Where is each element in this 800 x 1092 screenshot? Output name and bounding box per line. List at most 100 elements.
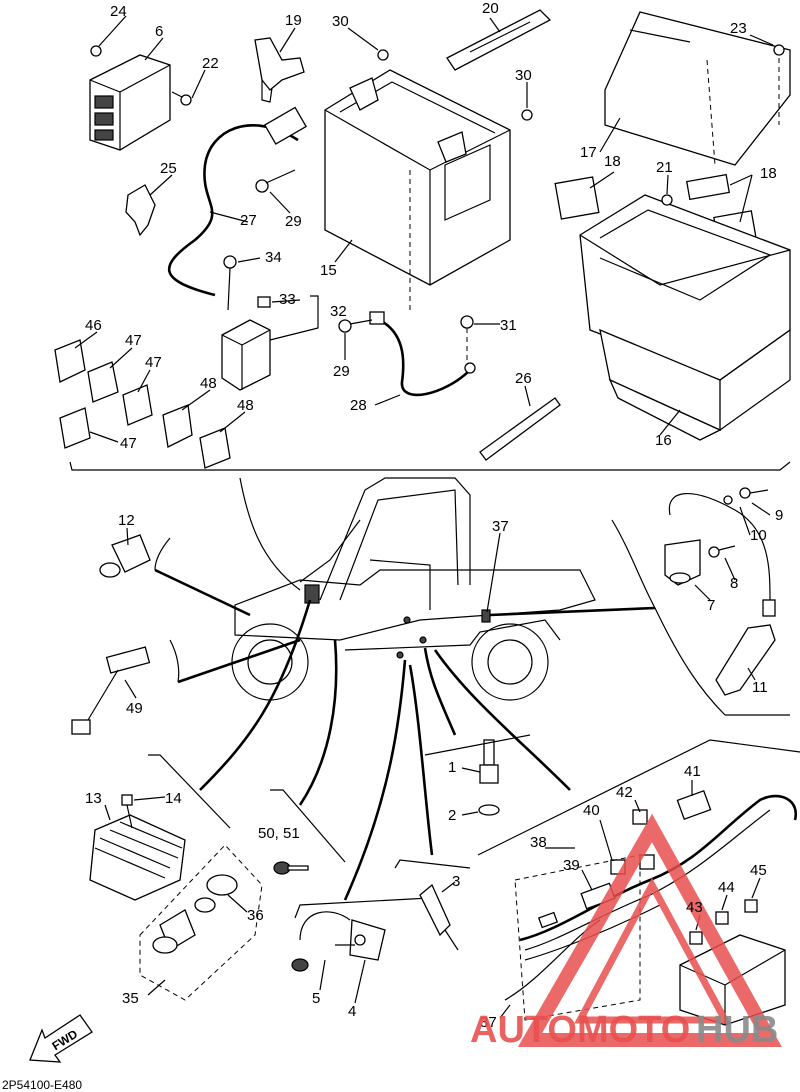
- callout-47a: 47: [125, 332, 142, 349]
- callout-25: 25: [160, 160, 177, 177]
- callout-4: 4: [348, 1003, 356, 1020]
- watermark-text-hub: HUB: [696, 1009, 778, 1051]
- wire-harness: [477, 739, 800, 1026]
- plug-cap: [611, 519, 790, 716]
- callout-22: 22: [202, 55, 219, 72]
- pad: [685, 173, 731, 201]
- callout-47c: 47: [120, 435, 137, 452]
- terminal-cover: [263, 106, 307, 145]
- callout-38: 38: [530, 834, 547, 851]
- callout-2: 2: [448, 807, 456, 824]
- bolt: [223, 255, 237, 311]
- callout-7: 7: [707, 597, 715, 614]
- callout-46: 46: [85, 317, 102, 334]
- callout-17: 17: [580, 144, 597, 161]
- callout-20: 20: [482, 0, 499, 17]
- callout-49: 49: [126, 700, 143, 717]
- callout-21: 21: [656, 159, 673, 176]
- key: [273, 861, 309, 875]
- callout-13: 13: [85, 790, 102, 807]
- callout-6: 6: [155, 23, 163, 40]
- clip: [125, 184, 156, 237]
- battery: [324, 49, 533, 286]
- callout-48a: 48: [200, 375, 217, 392]
- switch-sensor: [99, 534, 151, 578]
- callout-34: 34: [265, 249, 282, 266]
- level-sender: [71, 646, 151, 735]
- callout-40: 40: [583, 802, 600, 819]
- leader-lines-bottom: [104, 780, 761, 1019]
- callout-10: 10: [750, 527, 767, 544]
- battery-box: [579, 194, 791, 441]
- starter-relay: [221, 296, 271, 391]
- watermark-text: AUTOMOTO HUB: [470, 1009, 778, 1051]
- pickup-sensor: [291, 911, 386, 972]
- section-bracket: [69, 461, 791, 471]
- coupler-set: [54, 339, 231, 469]
- callout-35: 35: [122, 990, 139, 1007]
- callout-31: 31: [500, 317, 517, 334]
- callout-30a: 30: [332, 13, 349, 30]
- wire-clamp: [254, 37, 305, 103]
- callout-8: 8: [730, 575, 738, 592]
- callout-labels: 24 6 22 19 30 20 23 30 17 18 21 18 25 27…: [2, 0, 783, 1092]
- callout-43: 43: [686, 899, 703, 916]
- callout-32: 32: [330, 303, 347, 320]
- callout-42: 42: [616, 784, 633, 801]
- callout-24: 24: [110, 3, 127, 20]
- ignition-coil: [664, 487, 771, 601]
- callout-5: 5: [312, 990, 320, 1007]
- fwd-arrow: [29, 1014, 93, 1063]
- callout-48b: 48: [237, 397, 254, 414]
- top-section: [54, 9, 791, 471]
- callout-3: 3: [452, 873, 460, 890]
- callout-47b: 47: [145, 354, 162, 371]
- callout-45: 45: [750, 862, 767, 879]
- bolt: [255, 169, 296, 193]
- callout-29a: 29: [285, 213, 302, 230]
- bolt: [338, 319, 373, 333]
- callout-37b: 37: [480, 1014, 497, 1031]
- callout-27: 27: [240, 212, 257, 229]
- switch-assembly: [139, 844, 263, 1001]
- callout-33: 33: [279, 291, 296, 308]
- callout-1: 1: [448, 759, 456, 776]
- callout-50-51: 50, 51: [258, 825, 300, 842]
- callout-19: 19: [285, 12, 302, 29]
- sensor-plug: [461, 739, 500, 816]
- callout-18a: 18: [604, 153, 621, 170]
- battery-lead: [167, 124, 299, 297]
- callout-41: 41: [684, 763, 701, 780]
- callout-15: 15: [320, 262, 337, 279]
- callout-11: 11: [752, 679, 768, 696]
- battery-box-cover: [604, 11, 791, 166]
- watermark-logo: [517, 813, 782, 1047]
- callout-39: 39: [563, 857, 580, 874]
- watermark-text-main: AUTOMOTO: [470, 1009, 690, 1051]
- negative-lead: [374, 316, 471, 397]
- callout-37a: 37: [492, 518, 509, 535]
- bolt: [460, 315, 474, 365]
- cable-tie: [479, 397, 561, 461]
- diagram-code: 2P54100-E480: [2, 1078, 82, 1092]
- callout-9: 9: [775, 507, 783, 524]
- rectifier-regulator: [89, 794, 186, 901]
- callout-44: 44: [718, 879, 735, 896]
- terminal: [369, 311, 385, 325]
- spark-plug: [419, 883, 459, 951]
- callout-14: 14: [165, 790, 182, 807]
- callout-36: 36: [247, 907, 264, 924]
- callout-26: 26: [515, 370, 532, 387]
- callout-18b: 18: [760, 165, 777, 182]
- pad: [554, 176, 600, 220]
- battery-band: [446, 9, 552, 71]
- ecu-unit: [89, 45, 192, 151]
- callout-30b: 30: [515, 67, 532, 84]
- leader-lines-top: [74, 15, 774, 443]
- callout-29b: 29: [333, 363, 350, 380]
- pointer-lines: [154, 568, 656, 901]
- callout-12: 12: [118, 512, 135, 529]
- callout-28: 28: [350, 397, 367, 414]
- callout-16: 16: [655, 432, 672, 449]
